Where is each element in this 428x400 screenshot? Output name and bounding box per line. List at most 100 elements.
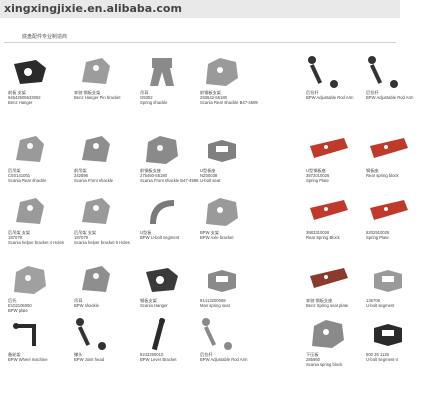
product-name-cn: 后拉杆 [306, 90, 319, 95]
product-image[interactable] [6, 316, 54, 352]
product-image[interactable] [138, 54, 186, 90]
product-image[interactable] [364, 54, 412, 90]
product-name-cn: 奔驰 钢板支架 [74, 90, 101, 95]
product-image[interactable] [198, 132, 246, 168]
product-name-en: Benz Spring seat plate [306, 303, 349, 308]
product-name-cn: 前钢板支座 [140, 168, 161, 173]
product-image[interactable] [304, 194, 352, 230]
product-name-en: Spring Plate [306, 178, 329, 183]
product-image[interactable] [6, 54, 54, 90]
product-code: 81413200069 [200, 298, 226, 303]
product-image[interactable] [72, 194, 120, 230]
product-name-cn: 前钢板支架 [200, 90, 221, 95]
product-image[interactable] [364, 262, 412, 298]
product-name-cn: 备轮架 [8, 352, 21, 357]
product-image[interactable] [138, 132, 186, 168]
product-image[interactable] [364, 316, 412, 352]
product-image[interactable] [198, 194, 246, 230]
product-image[interactable] [364, 132, 412, 168]
product-image[interactable] [72, 262, 120, 298]
product-name-en: Scania Rear shackle [8, 178, 47, 183]
product-image[interactable] [198, 316, 246, 352]
part-icon [16, 136, 44, 162]
divider [4, 42, 396, 43]
product-image[interactable] [364, 194, 412, 230]
product-image[interactable] [198, 262, 246, 298]
product-name-cn: U型板座 [200, 168, 216, 173]
product-image[interactable] [138, 316, 186, 352]
product-image[interactable] [304, 316, 352, 352]
product-image[interactable] [6, 262, 54, 298]
product-image[interactable] [304, 262, 352, 298]
product-image[interactable] [304, 132, 352, 168]
product-image[interactable] [72, 316, 120, 352]
part-icon [14, 60, 46, 84]
product-name-cn: BPW 支架 [200, 230, 220, 235]
product-name-en: BPW plate [8, 308, 28, 313]
part-icon [151, 318, 166, 351]
product-image[interactable] [138, 262, 186, 298]
product-image[interactable] [6, 194, 54, 230]
product-image[interactable] [6, 132, 54, 168]
product-name-en: U-bolt segment-4 [366, 357, 399, 362]
product-code: 500 35 1126 [366, 352, 389, 357]
product-name-en: Benz Hanger Pin bracket [74, 95, 121, 100]
product-name-en: Man spring seat [200, 303, 230, 308]
product-image[interactable] [198, 54, 246, 90]
product-name-en: BPW U-bolt segment [140, 235, 180, 240]
product-name-cn: 后吊架 [8, 168, 21, 173]
site-url[interactable]: xingxingjixie.en.alibaba.com [4, 2, 182, 15]
product-name-cn: 钢板座 [366, 168, 379, 173]
part-icon [82, 58, 110, 84]
part-icon [150, 58, 174, 86]
product-name-cn: 吊耳 [140, 90, 149, 95]
product-code: 275460-55180 [140, 173, 168, 178]
product-image[interactable] [138, 194, 186, 230]
product-image[interactable] [304, 54, 352, 90]
product-image[interactable] [72, 54, 120, 90]
product-image[interactable] [72, 132, 120, 168]
product-code: C0S141001 [8, 173, 31, 178]
product-code: 187079 [74, 235, 88, 240]
product-name-en: Scania Rear shackle B47-4599 [200, 100, 258, 105]
product-name-en: BPW Lever Bracket [140, 357, 177, 362]
